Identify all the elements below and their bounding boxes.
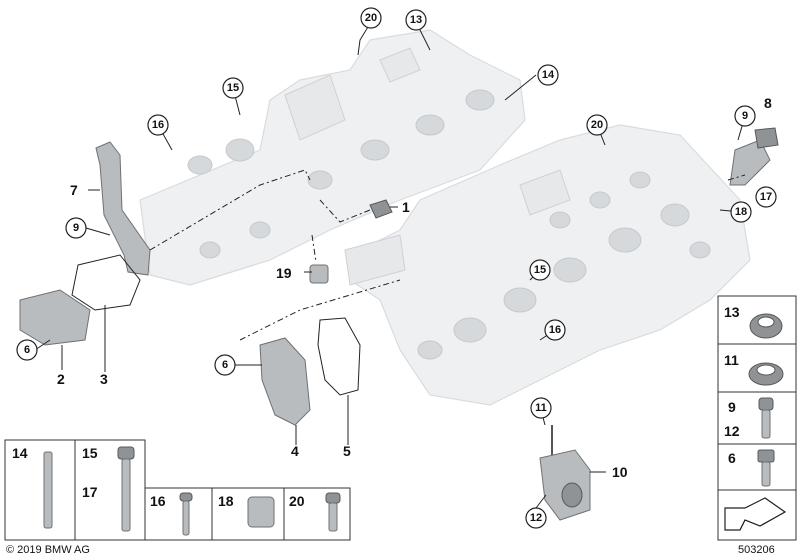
gasket-5 [317, 317, 361, 396]
svg-text:6: 6 [24, 344, 30, 356]
bolt-15-shank-icon [121, 458, 131, 532]
callout-5: 5 [343, 443, 351, 459]
lower-cylinder-head [344, 124, 751, 406]
callout-8: 8 [764, 95, 772, 111]
svg-text:11: 11 [535, 402, 547, 414]
sleeve-18-icon [247, 496, 275, 528]
bracket-8-head [754, 127, 779, 149]
svg-text:14: 14 [542, 69, 555, 81]
svg-text:16: 16 [150, 493, 166, 509]
cover-4 [259, 337, 311, 426]
svg-text:11: 11 [724, 352, 739, 368]
legend-side-9-12 [717, 391, 797, 445]
callout-9-left: 9 [65, 217, 87, 239]
leader-lines [34, 21, 746, 509]
legend-side: 13 11 9 12 6 [717, 295, 797, 541]
callout-10: 10 [612, 464, 628, 480]
svg-text:6: 6 [728, 450, 736, 466]
callout-14: 14 [537, 64, 559, 86]
bolt-16-head-icon [179, 492, 193, 502]
callout-18-right: 18 [730, 201, 752, 223]
bracket-7 [95, 141, 151, 276]
bolt-20-head-icon [325, 492, 341, 504]
legend-bottom: 14 15 17 16 18 20 [4, 439, 351, 541]
bolt-9-head-icon [758, 397, 774, 411]
callout-1: 1 [402, 199, 410, 215]
legend-cell-14 [4, 439, 76, 541]
callout-9-right: 9 [734, 105, 756, 127]
svg-text:18: 18 [218, 493, 234, 509]
svg-text:16: 16 [152, 119, 164, 131]
svg-text:20: 20 [289, 493, 305, 509]
copyright-text: © 2019 BMW AG [6, 544, 90, 556]
drawing-number: 503206 [738, 544, 775, 556]
bolt-6-head-icon [757, 449, 775, 463]
svg-text:18: 18 [735, 206, 747, 218]
callout-20-right: 20 [586, 114, 608, 136]
callout-6-left: 6 [16, 339, 38, 361]
callout-17-right: 17 [755, 186, 777, 208]
svg-text:9: 9 [728, 399, 736, 415]
callout-11: 11 [530, 397, 552, 419]
svg-text:17: 17 [760, 191, 772, 203]
callout-16-upper: 16 [147, 114, 169, 136]
bolt-9-shank-icon [761, 409, 771, 439]
svg-text:16: 16 [549, 324, 561, 336]
callout-19: 19 [276, 265, 292, 281]
svg-text:13: 13 [724, 304, 740, 320]
bolt-15-head-icon [117, 446, 135, 460]
solenoid-10 [539, 425, 591, 521]
legend-side-6 [717, 443, 797, 491]
upper-cylinder-head [139, 29, 526, 286]
callout-12: 12 [525, 507, 547, 529]
svg-text:6: 6 [222, 359, 228, 371]
callout-4: 4 [291, 443, 299, 459]
cover-2 [19, 289, 91, 346]
plug-1 [369, 199, 393, 219]
bolt-6-shank-icon [761, 461, 771, 487]
svg-text:20: 20 [365, 12, 377, 24]
svg-text:15: 15 [227, 82, 239, 94]
stud-14-icon [43, 451, 53, 529]
callout-3: 3 [100, 371, 108, 387]
callout-16-lower: 16 [544, 319, 566, 341]
gasket-3 [71, 254, 141, 311]
callout-6-center: 6 [214, 354, 236, 376]
callout-20-top: 20 [360, 7, 382, 29]
svg-text:9: 9 [73, 222, 79, 234]
svg-text:12: 12 [530, 512, 542, 524]
callout-15-upper: 15 [222, 77, 244, 99]
bolt-16-shank-icon [182, 500, 190, 536]
svg-text:12: 12 [724, 423, 740, 439]
callout-2: 2 [57, 371, 65, 387]
bolt-20-shank-icon [328, 502, 338, 532]
svg-text:15: 15 [82, 445, 98, 461]
callout-7: 7 [70, 182, 78, 198]
svg-text:17: 17 [82, 484, 98, 500]
callout-15-lower: 15 [529, 259, 551, 281]
svg-text:9: 9 [742, 110, 748, 122]
svg-text:20: 20 [591, 119, 603, 131]
legend-side-arrow-box [717, 489, 797, 541]
svg-text:15: 15 [534, 264, 546, 276]
svg-text:13: 13 [410, 14, 422, 26]
sleeve-19 [309, 264, 329, 284]
callout-13: 13 [405, 9, 427, 31]
svg-text:14: 14 [12, 445, 28, 461]
